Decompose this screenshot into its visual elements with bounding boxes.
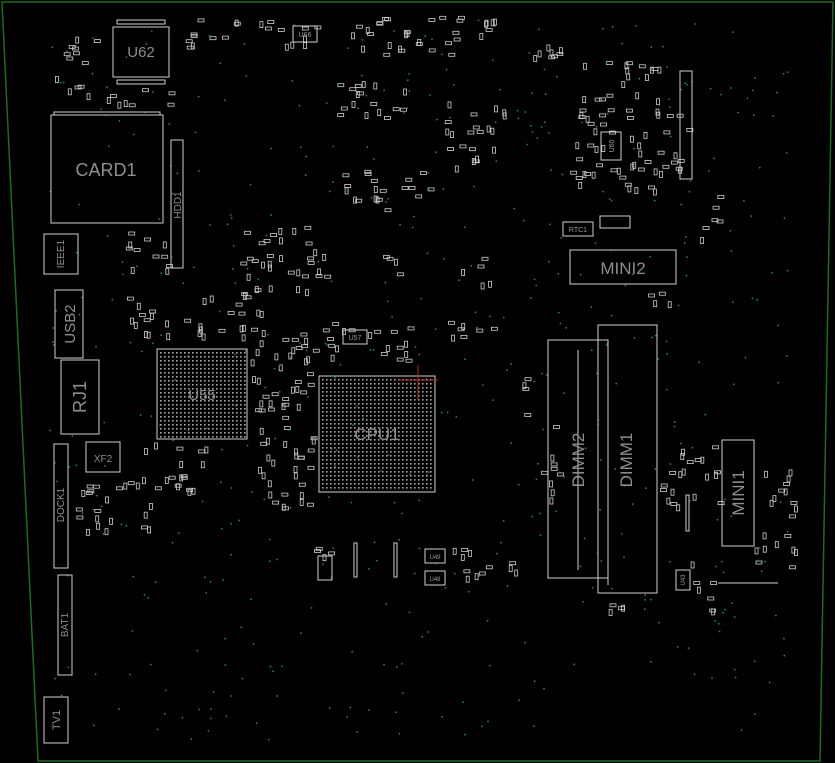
component-mini2[interactable] — [569, 249, 677, 285]
label-mini1: MINI1 — [729, 470, 748, 515]
component-u66[interactable] — [292, 25, 318, 43]
label-rj1: RJ1 — [70, 381, 90, 413]
label-xf2: XF2 — [94, 454, 113, 465]
label-rtc1: RTC1 — [569, 227, 587, 234]
component-u57[interactable] — [342, 329, 368, 345]
component-xf2[interactable] — [85, 441, 121, 473]
label-dimm1: DIMM1 — [617, 433, 636, 488]
component-dock1[interactable] — [53, 443, 69, 569]
label-card1: CARD1 — [75, 160, 136, 180]
label-ieee1: IEEE1 — [56, 239, 67, 268]
label-u48: U48 — [429, 577, 441, 583]
label-u49: U49 — [429, 555, 441, 561]
label-hdd1: HDD1 — [173, 191, 184, 219]
component-u49[interactable] — [424, 548, 446, 564]
label-u55: U55 — [188, 387, 216, 404]
component-right-connector[interactable] — [679, 70, 693, 180]
component-ieee1[interactable] — [43, 233, 79, 275]
component-rj1[interactable] — [60, 359, 100, 435]
passive-components-layer — [55, 15, 798, 616]
component-hdd1[interactable] — [170, 139, 184, 269]
label-u62: U62 — [127, 44, 155, 61]
component-card1[interactable] — [50, 111, 164, 224]
label-bat1: BAT1 — [60, 612, 71, 637]
label-mini2: MINI2 — [600, 259, 645, 278]
label-dock1: DOCK1 — [56, 487, 67, 522]
label-u60: U60 — [609, 139, 616, 152]
label-u57: U57 — [349, 335, 362, 342]
vias-layer — [49, 19, 789, 741]
component-bat1[interactable] — [57, 574, 73, 676]
crosshair-cursor-icon — [398, 365, 438, 400]
label-usb2: USB2 — [62, 304, 79, 343]
component-cpu1-bga[interactable] — [318, 375, 436, 493]
component-u46[interactable] — [317, 555, 333, 581]
component-u60[interactable] — [600, 131, 622, 161]
component-dimm1[interactable] — [597, 324, 658, 594]
component-u48[interactable] — [424, 570, 446, 586]
label-u66: U66 — [299, 32, 312, 39]
component-tv1[interactable] — [43, 696, 69, 744]
component-u62[interactable] — [112, 19, 170, 85]
label-tv1: TV1 — [51, 710, 63, 730]
component-rtc1[interactable] — [562, 215, 631, 237]
component-u43[interactable] — [675, 569, 691, 591]
label-dimm2: DIMM2 — [569, 433, 588, 488]
component-u55-bga[interactable] — [156, 348, 248, 440]
label-cpu1: CPU1 — [354, 425, 399, 444]
component-usb2[interactable] — [54, 289, 84, 359]
component-mini1[interactable] — [718, 439, 778, 584]
label-u43: U43 — [681, 574, 687, 586]
